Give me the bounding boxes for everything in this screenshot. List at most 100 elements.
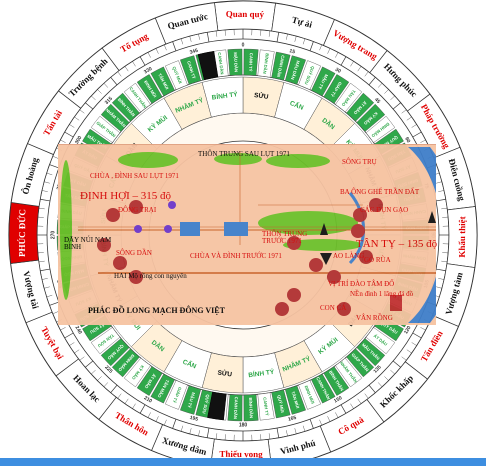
stem-chip [90,115,121,143]
degree-tick [37,252,44,254]
degree-tick [206,32,210,43]
mark-triangle [320,223,328,235]
degree-tick [327,48,331,54]
label-song-tru: SÔNG TRỤ [342,158,377,166]
stem-chip [243,48,259,76]
degree-tick [38,260,45,263]
degree-tick [74,116,80,121]
degree-tick [139,404,146,414]
label-vi-tri: VỊ TRÍ ĐÀO TÂM ĐỐ [328,280,395,288]
stem-chip-label: GIÁP TÝ [172,386,183,404]
degree-tick [64,332,74,339]
degree-tick [90,369,96,375]
degree-tick [327,416,331,422]
stem-chip-label: MẬU TÝ [317,73,329,90]
degree-tick [84,102,94,110]
stem-chip [271,51,291,81]
degree-number: 330 [143,66,153,75]
degree-tick [110,384,118,394]
degree-tick [40,268,51,272]
degree-tick [319,44,323,51]
outer-ring-label: Thiếu vong [219,449,263,459]
degree-tick [52,311,59,315]
degree-tick [155,416,159,422]
degree-tick [309,419,314,429]
degree-tick [268,30,271,37]
degree-tick [52,155,59,159]
degree-tick [309,41,314,51]
degree-tick [392,102,402,110]
stem-chip [227,48,243,76]
degree-tick [294,35,297,42]
site-dot [327,270,341,284]
stem-chip [271,389,291,419]
mark-triangle [428,211,436,223]
site-dot [353,208,367,222]
degree-tick [37,216,44,218]
stem-chip [356,338,386,367]
stem-chip [257,49,275,78]
marker-chip [207,391,227,421]
stem-chip [136,366,163,396]
hill-ridge [266,154,330,168]
degree-tick [60,327,66,331]
map-title: PHÁC ĐỒ LONG MẠCH ĐÔNG VIỆT [88,306,225,315]
site-dot [309,258,323,272]
stem-chip [100,338,130,367]
site-dot [97,238,111,252]
degree-tick [319,419,323,426]
degree-tick [441,260,448,263]
degree-number: 345 [189,48,199,56]
degree-tick [163,419,167,426]
degree-tick [124,398,129,404]
stem-chip [335,357,363,388]
stem-chip [180,385,202,415]
degree-number: 60 [403,136,411,144]
degree-tick [392,360,402,368]
stem-chip [165,380,188,410]
degree-number: 150 [333,395,343,404]
stem-chip-label: CANH TÝ [186,60,196,79]
stem-chip [365,327,396,355]
village-field [283,239,363,251]
degree-tick [357,398,362,404]
degree-tick [368,384,376,394]
degree-number: 210 [143,395,153,404]
degree-tick [364,393,369,399]
degree-tick [41,278,48,280]
degree-tick [401,109,407,114]
degree-tick [438,190,445,192]
degree-tick [147,52,151,58]
site-dot [129,270,143,284]
degree-tick [117,393,122,399]
stem-chip-label: QUÝ SỬU [201,394,210,414]
degree-tick [276,427,280,438]
grave-dot [134,225,142,233]
degree-tick [60,139,66,143]
degree-tick [377,82,383,88]
site-dot [337,302,351,316]
stem-chip [335,82,363,113]
stem-chip [180,55,202,85]
degree-tick [435,198,446,202]
degree-tick [43,286,50,289]
temple-block [390,295,402,311]
label-ao-lang: AO LÀNG [333,252,365,260]
degree-tick [335,412,339,418]
degree-number: 165 [287,415,297,423]
degree-number: 270 [50,231,56,240]
stem-chip [311,66,336,97]
stem-chip [365,115,396,143]
degree-tick [224,29,226,36]
degree-tick [350,403,354,409]
label-van-rong: VÂN RỒNG [356,314,393,322]
label-hai-mo: HAI Mộ rồng con nguyên [114,272,187,280]
stem-chip [123,357,151,388]
degree-number: 195 [189,415,199,423]
degree-tick [406,349,412,354]
stem-chip-label: BÍNH DẦN [262,53,270,74]
degree-tick [172,41,177,51]
degree-tick [84,360,94,368]
degree-tick [390,369,396,375]
